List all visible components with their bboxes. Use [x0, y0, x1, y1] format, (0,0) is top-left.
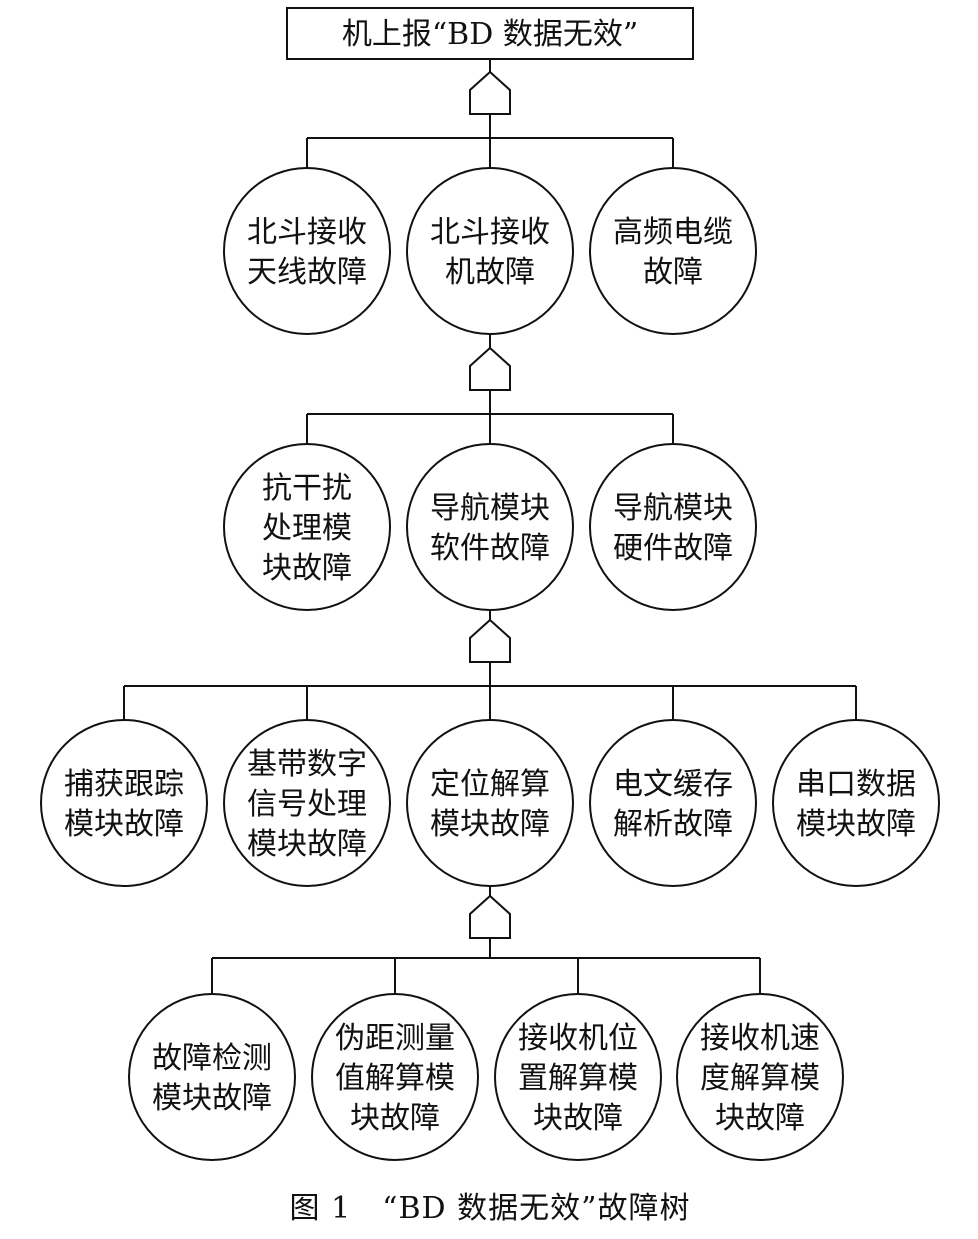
or-gate-g4 [469, 894, 511, 939]
event-label-line: 捕获跟踪 [64, 767, 184, 802]
event-circle [223, 719, 391, 887]
event-label-line: 导航模块 [430, 491, 550, 526]
basic-events: 北斗接收天线故障北斗接收机故障高频电缆故障抗干扰处理模块故障导航模块软件故障导航… [40, 167, 940, 1161]
event-label-line: 故障 [643, 255, 703, 290]
event-label-line: 机故障 [445, 255, 535, 290]
top-event: 机上报“BD 数据无效” [286, 7, 694, 60]
event-circle [589, 167, 757, 335]
event-circle [676, 993, 844, 1161]
or-gate-g1 [469, 70, 511, 115]
event-circle [406, 167, 574, 335]
event-label-line: 串口数据 [796, 767, 916, 802]
event-circle [311, 993, 479, 1161]
event-circle [589, 443, 757, 611]
event-label-line: 接收机速 [700, 1021, 820, 1056]
event-label-line: 基带数字 [247, 747, 367, 782]
event-label-line: 故障检测 [152, 1041, 272, 1076]
event-label-line: 接收机位 [518, 1021, 638, 1056]
event-label-line: 北斗接收 [430, 215, 550, 250]
top-event-label: 机上报“BD 数据无效” [342, 17, 638, 52]
event-label-line: 处理模 [262, 511, 352, 546]
connector-lines [123, 59, 857, 994]
event-label-line: 置解算模 [518, 1061, 638, 1096]
event-label-line: 信号处理 [247, 787, 367, 822]
event-label-line: 模块故障 [64, 807, 184, 842]
event-label-line: 块故障 [533, 1101, 623, 1136]
event-circle [772, 719, 940, 887]
event-circle [223, 167, 391, 335]
event-circle [40, 719, 208, 887]
or-gate-g2 [469, 346, 511, 391]
event-label-line: 北斗接收 [247, 215, 367, 250]
or-gate-g3 [469, 618, 511, 663]
event-label-line: 抗干扰 [262, 471, 352, 506]
event-circle [406, 443, 574, 611]
top-event-box [286, 7, 694, 60]
event-label-line: 模块故障 [152, 1081, 272, 1116]
event-label-line: 定位解算 [430, 767, 550, 802]
figure-caption: 图 1 “BD 数据无效”故障树 [290, 1191, 691, 1226]
event-label-line: 块故障 [715, 1101, 805, 1136]
event-circle [128, 993, 296, 1161]
event-label-line: 硬件故障 [613, 531, 733, 566]
event-label-line: 模块故障 [247, 827, 367, 862]
event-label-line: 块故障 [262, 551, 352, 586]
event-label-line: 模块故障 [430, 807, 550, 842]
event-label-line: 解析故障 [613, 807, 733, 842]
event-label-line: 块故障 [350, 1101, 440, 1136]
event-label-line: 模块故障 [796, 807, 916, 842]
event-label-line: 高频电缆 [613, 215, 733, 250]
event-label-line: 伪距测量 [335, 1021, 455, 1056]
event-label-line: 软件故障 [430, 531, 550, 566]
event-label-line: 导航模块 [613, 491, 733, 526]
event-label-line: 值解算模 [335, 1061, 455, 1096]
event-label-line: 度解算模 [700, 1061, 820, 1096]
event-label-line: 电文缓存 [613, 767, 733, 802]
logic-gates [469, 70, 511, 939]
event-circle [223, 443, 391, 611]
event-circle [589, 719, 757, 887]
event-circle [494, 993, 662, 1161]
event-label-line: 天线故障 [247, 255, 367, 290]
event-circle [406, 719, 574, 887]
